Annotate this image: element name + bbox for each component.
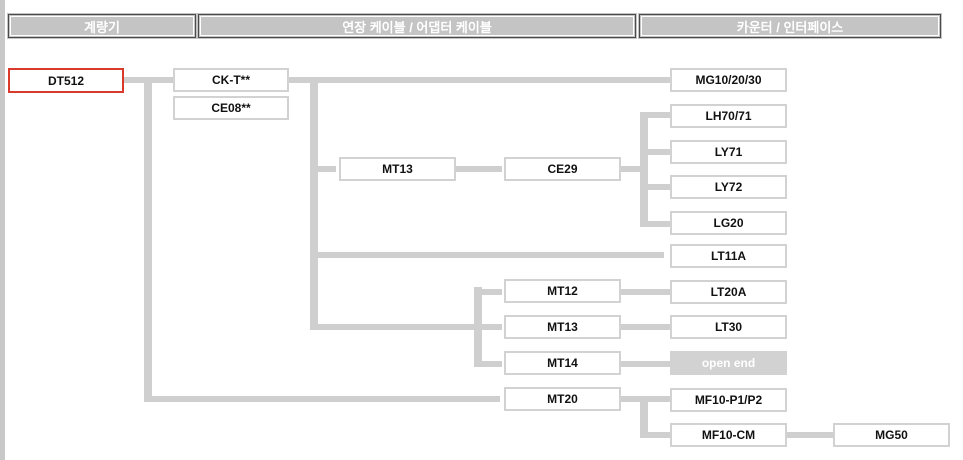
connector-mt13b-lt30	[621, 324, 670, 330]
left-edge-bar	[0, 0, 5, 460]
node-ce08[interactable]: CE08**	[173, 96, 289, 120]
header-meter-label: 계량기	[84, 19, 120, 35]
node-ck-t[interactable]: CK-T**	[173, 68, 289, 92]
node-mt13-second[interactable]: MT13	[504, 315, 621, 339]
connector-ce29-branch	[621, 166, 642, 172]
node-lt11a[interactable]: LT11A	[670, 244, 787, 268]
connector-to-ly72	[648, 184, 670, 190]
header-counters-frame	[641, 16, 939, 36]
node-mt14[interactable]: MT14	[504, 351, 621, 375]
connector-mt-group-trunk	[474, 287, 482, 367]
node-lh70-71[interactable]: LH70/71	[670, 104, 787, 128]
connector-to-mt12	[482, 289, 502, 295]
header-cables: 연장 케이블 / 어댑터 케이블	[197, 13, 637, 39]
header-meter: 계량기	[7, 13, 197, 39]
connector-mt13a-ce29	[456, 166, 502, 172]
connector-mf10cm-mg50	[787, 432, 833, 438]
connector-to-mt13b	[482, 324, 502, 330]
node-ly71[interactable]: LY71	[670, 140, 787, 164]
node-ce29[interactable]: CE29	[504, 157, 621, 181]
header-counters-label: 카운터 / 인터페이스	[736, 19, 844, 35]
connector-ce29-trunk	[640, 112, 648, 227]
node-mg50[interactable]: MG50	[833, 423, 950, 447]
node-lt20a[interactable]: LT20A	[670, 280, 787, 304]
node-mt13-first[interactable]: MT13	[339, 157, 456, 181]
node-mf10-p1-p2[interactable]: MF10-P1/P2	[670, 388, 787, 412]
header-counters: 카운터 / 인터페이스	[638, 13, 942, 39]
node-mt12[interactable]: MT12	[504, 279, 621, 303]
node-mf10-cm[interactable]: MF10-CM	[670, 423, 787, 447]
node-ly72[interactable]: LY72	[670, 175, 787, 199]
connector-to-mf10cm	[648, 432, 670, 438]
header-cables-label: 연장 케이블 / 어댑터 케이블	[342, 19, 492, 35]
node-mg10-20-30[interactable]: MG10/20/30	[670, 68, 787, 92]
connector-trunk-mt13a	[318, 166, 336, 172]
node-lt30[interactable]: LT30	[670, 315, 787, 339]
node-mt20[interactable]: MT20	[504, 387, 621, 411]
connector-trunk-mt-group	[318, 324, 474, 330]
header-meter-frame	[10, 16, 194, 36]
connector-mt20-trunk	[640, 396, 648, 438]
node-lg20[interactable]: LG20	[670, 211, 787, 235]
connector-dt512-trunk	[144, 77, 152, 402]
connector-trunk-lt11a	[318, 252, 664, 258]
connector-to-mt14	[482, 361, 502, 367]
connector-trunk-mt20	[152, 396, 500, 402]
connector-to-ly71	[648, 149, 670, 155]
header-cables-frame	[200, 16, 634, 36]
node-open-end[interactable]: open end	[670, 351, 787, 375]
node-dt512[interactable]: DT512	[8, 68, 124, 93]
connector-ckt-trunk	[310, 83, 318, 330]
connector-mt14-open-end	[621, 361, 670, 367]
connector-mt12-lt20a	[621, 289, 670, 295]
connector-to-lg20	[648, 221, 670, 227]
connector-to-lh70	[648, 112, 670, 118]
connector-ckt-mg10	[289, 77, 670, 83]
